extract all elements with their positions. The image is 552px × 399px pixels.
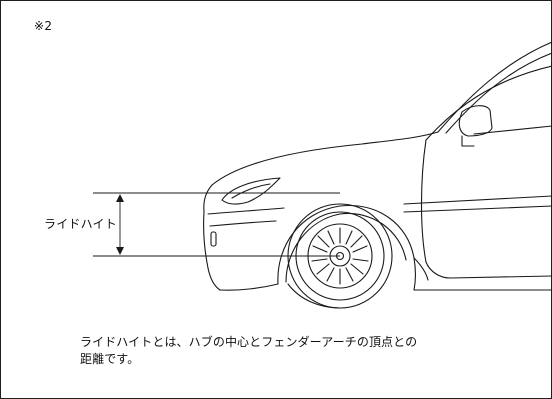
a-pillar-line xyxy=(425,65,552,141)
headlamp-inner xyxy=(231,183,271,199)
windshield-outer xyxy=(437,41,552,133)
door-bottom xyxy=(449,275,552,279)
bumper-front xyxy=(203,211,221,291)
grille-line-2 xyxy=(209,220,277,227)
fender-arch-lip xyxy=(285,212,407,283)
note-marker: ※2 xyxy=(34,19,53,33)
bumper-top xyxy=(203,184,213,213)
fog-lamp xyxy=(210,231,217,247)
dimension-arrow-bottom xyxy=(116,247,124,255)
body-crease-1 xyxy=(403,195,552,205)
wheel-ground-arc xyxy=(287,283,341,309)
hood-line xyxy=(211,131,439,186)
caption-line-1: ライドハイトとは、ハブの中心とフェンダーアーチの頂点との xyxy=(80,335,418,349)
fender-to-door xyxy=(413,257,429,281)
body-crease-2 xyxy=(403,205,552,213)
grille-line-1 xyxy=(207,207,285,215)
caption-line-2: 距離です。 xyxy=(80,352,140,366)
rim-spokes xyxy=(311,227,369,285)
caption: ライドハイトとは、ハブの中心とフェンダーアーチの頂点との 距離です。 xyxy=(80,334,500,368)
windshield-inner xyxy=(445,52,552,134)
bumper-lower xyxy=(219,283,279,291)
front-door-edge xyxy=(420,139,451,279)
dimension-arrow-top xyxy=(116,194,124,202)
fender-arch xyxy=(277,204,417,291)
side-mirror xyxy=(458,105,493,137)
headlamp xyxy=(221,177,281,205)
mirror-arm xyxy=(461,135,475,147)
ride-height-label: ライドハイト xyxy=(44,217,117,231)
